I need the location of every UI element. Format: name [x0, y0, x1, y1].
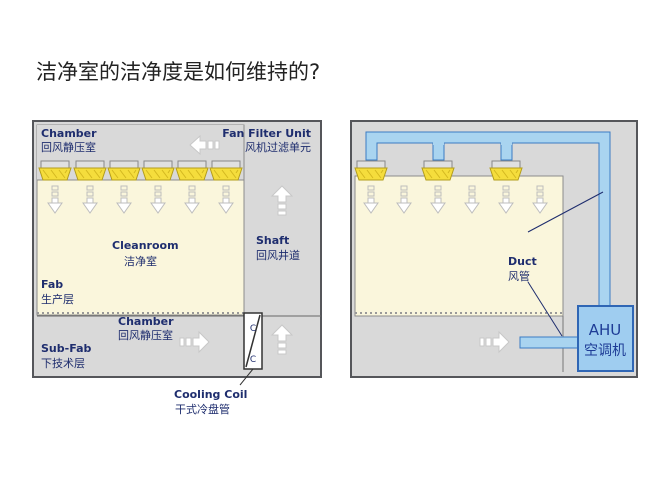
page-title: 洁净室的洁净度是如何维持的? [36, 60, 321, 84]
coil-mark: C [250, 355, 256, 365]
subfab-label-cn: 下技术层 [41, 357, 85, 370]
fan-filter-unit [175, 160, 209, 181]
coil-leader-line [239, 368, 254, 386]
duct-leader-line [527, 191, 604, 233]
fan-filter-unit [421, 160, 455, 181]
left-diagram: C C Chamber 回风静压室 Fan Filter Unit 风机过滤单元… [32, 120, 322, 416]
duct-leader-line [527, 281, 563, 337]
upper-chamber [37, 125, 244, 180]
right-diagram: AHU 空调机 Duct 风管 [350, 120, 638, 378]
cooling-coil-label-cn: 干式冷盘管 [175, 402, 230, 416]
ffu-row [354, 160, 523, 181]
subfab-label: Sub-Fab [41, 342, 91, 355]
chamber-label: Chamber [41, 127, 97, 140]
chamber-label-cn: 回风静压室 [41, 140, 96, 154]
duct-label: Duct [508, 255, 537, 268]
fan-filter-unit [209, 160, 243, 181]
shaft-label-cn: 回风井道 [256, 248, 300, 262]
fab-label-cn: 生产层 [41, 292, 74, 306]
ahu-unit: AHU 空调机 [577, 305, 634, 372]
ffu-label: Fan Filter Unit [222, 127, 311, 140]
subfab-chamber-label: Chamber [118, 315, 174, 328]
cleanroom-label: Cleanroom [112, 239, 179, 252]
cooling-coil-label: Cooling Coil [174, 388, 247, 401]
fan-filter-unit [354, 160, 388, 181]
cleanroom-area [354, 175, 564, 317]
fan-filter-unit [73, 160, 107, 181]
duct-label-cn: 风管 [508, 269, 530, 283]
fan-filter-unit [141, 160, 175, 181]
fan-filter-unit [489, 160, 523, 181]
ahu-label-cn: 空调机 [584, 343, 626, 359]
ffu-label-cn: 风机过滤单元 [245, 140, 311, 154]
ahu-label: AHU [589, 321, 622, 339]
fan-filter-unit [38, 160, 72, 181]
coil-mark: C [250, 324, 256, 334]
cleanroom-label-cn: 洁净室 [124, 254, 157, 268]
cooling-coil: C C [243, 312, 263, 370]
fab-label: Fab [41, 278, 63, 291]
shaft-label: Shaft [256, 234, 289, 247]
fan-filter-unit [107, 160, 141, 181]
subfab-chamber-label-cn: 回风静压室 [118, 328, 173, 342]
